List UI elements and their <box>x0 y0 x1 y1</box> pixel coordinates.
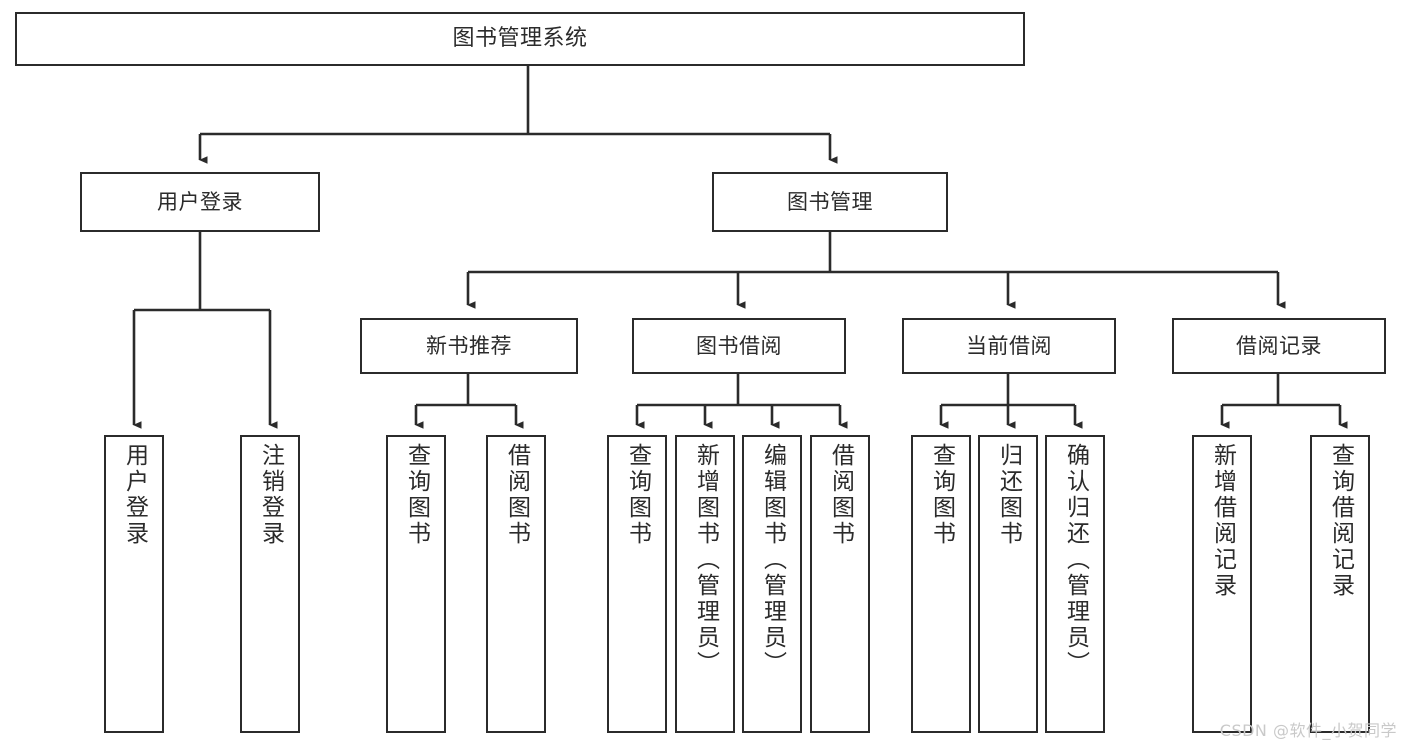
node-user-login[interactable]: 用户登录 <box>80 172 320 232</box>
leaf-borrow-add-book-admin[interactable]: 新增图书（管理员） <box>675 435 735 733</box>
node-label: 新增借阅记录 <box>1209 443 1236 599</box>
node-book-borrow[interactable]: 图书借阅 <box>632 318 846 374</box>
node-label: 查询借阅记录 <box>1327 443 1354 599</box>
node-label: 查询图书 <box>403 443 430 547</box>
node-book-management[interactable]: 图书管理 <box>712 172 948 232</box>
node-label: 编辑图书（管理员） <box>759 443 786 677</box>
node-label: 图书借阅 <box>696 333 782 358</box>
leaf-borrow-query-book[interactable]: 查询图书 <box>607 435 667 733</box>
node-label: 借阅记录 <box>1236 333 1322 358</box>
leaf-record-query-record[interactable]: 查询借阅记录 <box>1310 435 1370 733</box>
leaf-record-add-record[interactable]: 新增借阅记录 <box>1192 435 1252 733</box>
node-new-book-recommend[interactable]: 新书推荐 <box>360 318 578 374</box>
node-borrow-record[interactable]: 借阅记录 <box>1172 318 1386 374</box>
leaf-current-query-book[interactable]: 查询图书 <box>911 435 971 733</box>
leaf-current-return-book[interactable]: 归还图书 <box>978 435 1038 733</box>
node-label: 查询图书 <box>928 443 955 547</box>
node-label: 注销登录 <box>257 443 284 547</box>
node-label: 借阅图书 <box>503 443 530 547</box>
leaf-user-login-logout[interactable]: 注销登录 <box>240 435 300 733</box>
node-label: 图书管理系统 <box>452 26 588 52</box>
leaf-current-confirm-return-admin[interactable]: 确认归还（管理员） <box>1045 435 1105 733</box>
leaf-borrow-borrow-book[interactable]: 借阅图书 <box>810 435 870 733</box>
node-label: 用户登录 <box>121 443 148 547</box>
node-label: 当前借阅 <box>966 333 1052 358</box>
node-root-system[interactable]: 图书管理系统 <box>15 12 1025 66</box>
csdn-watermark: CSDN @软件_小贺同学 <box>1219 721 1397 740</box>
leaf-borrow-edit-book-admin[interactable]: 编辑图书（管理员） <box>742 435 802 733</box>
node-label: 新增图书（管理员） <box>692 443 719 677</box>
node-label: 确认归还（管理员） <box>1062 443 1089 677</box>
node-current-borrow[interactable]: 当前借阅 <box>902 318 1116 374</box>
node-label: 归还图书 <box>995 443 1022 547</box>
leaf-user-login-login[interactable]: 用户登录 <box>104 435 164 733</box>
leaf-recommend-query-book[interactable]: 查询图书 <box>386 435 446 733</box>
node-label: 新书推荐 <box>426 333 512 358</box>
node-label: 借阅图书 <box>827 443 854 547</box>
node-label: 用户登录 <box>157 189 243 214</box>
leaf-recommend-borrow-book[interactable]: 借阅图书 <box>486 435 546 733</box>
node-label: 查询图书 <box>624 443 651 547</box>
node-label: 图书管理 <box>787 189 873 214</box>
